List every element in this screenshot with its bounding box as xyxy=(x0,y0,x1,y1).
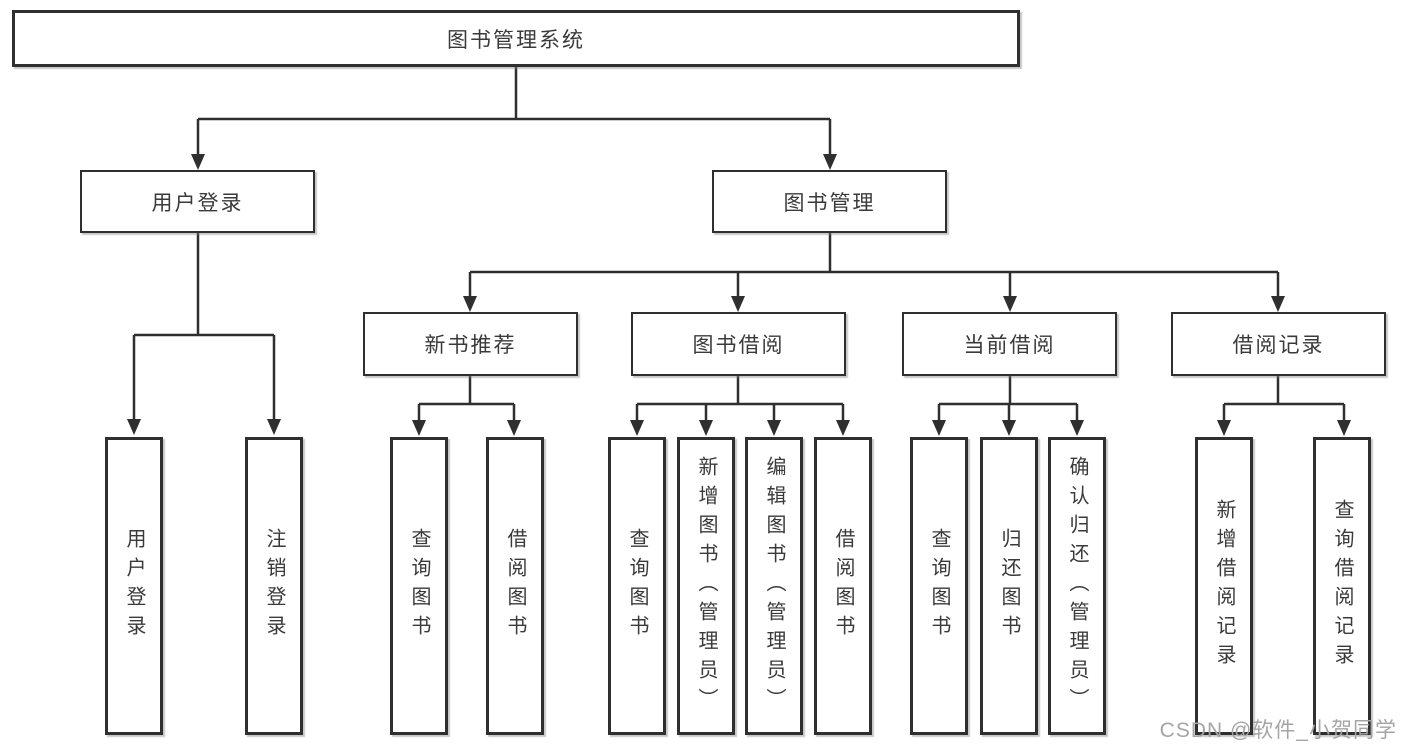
node-label: 借阅记录 xyxy=(1232,334,1325,357)
node-library-management-system: 图书管理系统 xyxy=(12,10,1020,67)
node-label: 查询图书 xyxy=(626,528,648,644)
leaf-borrow-books-recommend: 借阅图书 xyxy=(486,437,544,735)
node-book-borrow: 图书借阅 xyxy=(631,312,846,376)
node-label: 图书借阅 xyxy=(692,334,785,357)
leaf-query-books-borrow: 查询图书 xyxy=(608,437,666,735)
node-label: 注销登录 xyxy=(263,528,285,644)
csdn-watermark: CSDN @软件_小贺同学 xyxy=(1159,719,1397,742)
node-new-book-recommend: 新书推荐 xyxy=(363,312,578,376)
leaf-user-login: 用户登录 xyxy=(105,437,163,735)
leaf-add-borrow-record: 新增借阅记录 xyxy=(1195,437,1253,735)
node-label: 借阅图书 xyxy=(504,528,526,644)
leaf-return-books: 归还图书 xyxy=(980,437,1038,735)
node-label: 用户登录 xyxy=(123,528,145,644)
node-label: 查询借阅记录 xyxy=(1331,499,1353,673)
arrowheads xyxy=(127,154,1351,436)
node-user-login: 用户登录 xyxy=(80,170,315,233)
node-label: 新书推荐 xyxy=(424,334,517,357)
leaf-borrow-books: 借阅图书 xyxy=(814,437,872,735)
node-label: 确认归还（管理员） xyxy=(1066,455,1088,717)
node-current-borrow: 当前借阅 xyxy=(902,312,1117,376)
node-borrow-records: 借阅记录 xyxy=(1171,312,1386,376)
node-label: 编辑图书（管理员） xyxy=(763,455,785,717)
node-book-management: 图书管理 xyxy=(712,170,947,233)
node-label: 借阅图书 xyxy=(832,528,854,644)
node-label: 当前借阅 xyxy=(963,334,1056,357)
node-label: 用户登录 xyxy=(151,191,244,215)
leaf-query-books-current: 查询图书 xyxy=(910,437,968,735)
leaf-query-borrow-record: 查询借阅记录 xyxy=(1313,437,1371,735)
node-label: 图书管理系统 xyxy=(447,28,585,52)
node-label: 新增图书（管理员） xyxy=(695,455,717,717)
leaf-edit-books-admin: 编辑图书（管理员） xyxy=(745,437,803,735)
leaf-logout: 注销登录 xyxy=(245,437,303,735)
node-label: 查询图书 xyxy=(928,528,950,644)
leaf-query-books-recommend: 查询图书 xyxy=(390,437,448,735)
node-label: 查询图书 xyxy=(408,528,430,644)
node-label: 新增借阅记录 xyxy=(1213,499,1235,673)
leaf-add-books-admin: 新增图书（管理员） xyxy=(677,437,735,735)
node-label: 图书管理 xyxy=(783,191,876,215)
leaf-confirm-return-admin: 确认归还（管理员） xyxy=(1048,437,1106,735)
node-label: 归还图书 xyxy=(998,528,1020,644)
